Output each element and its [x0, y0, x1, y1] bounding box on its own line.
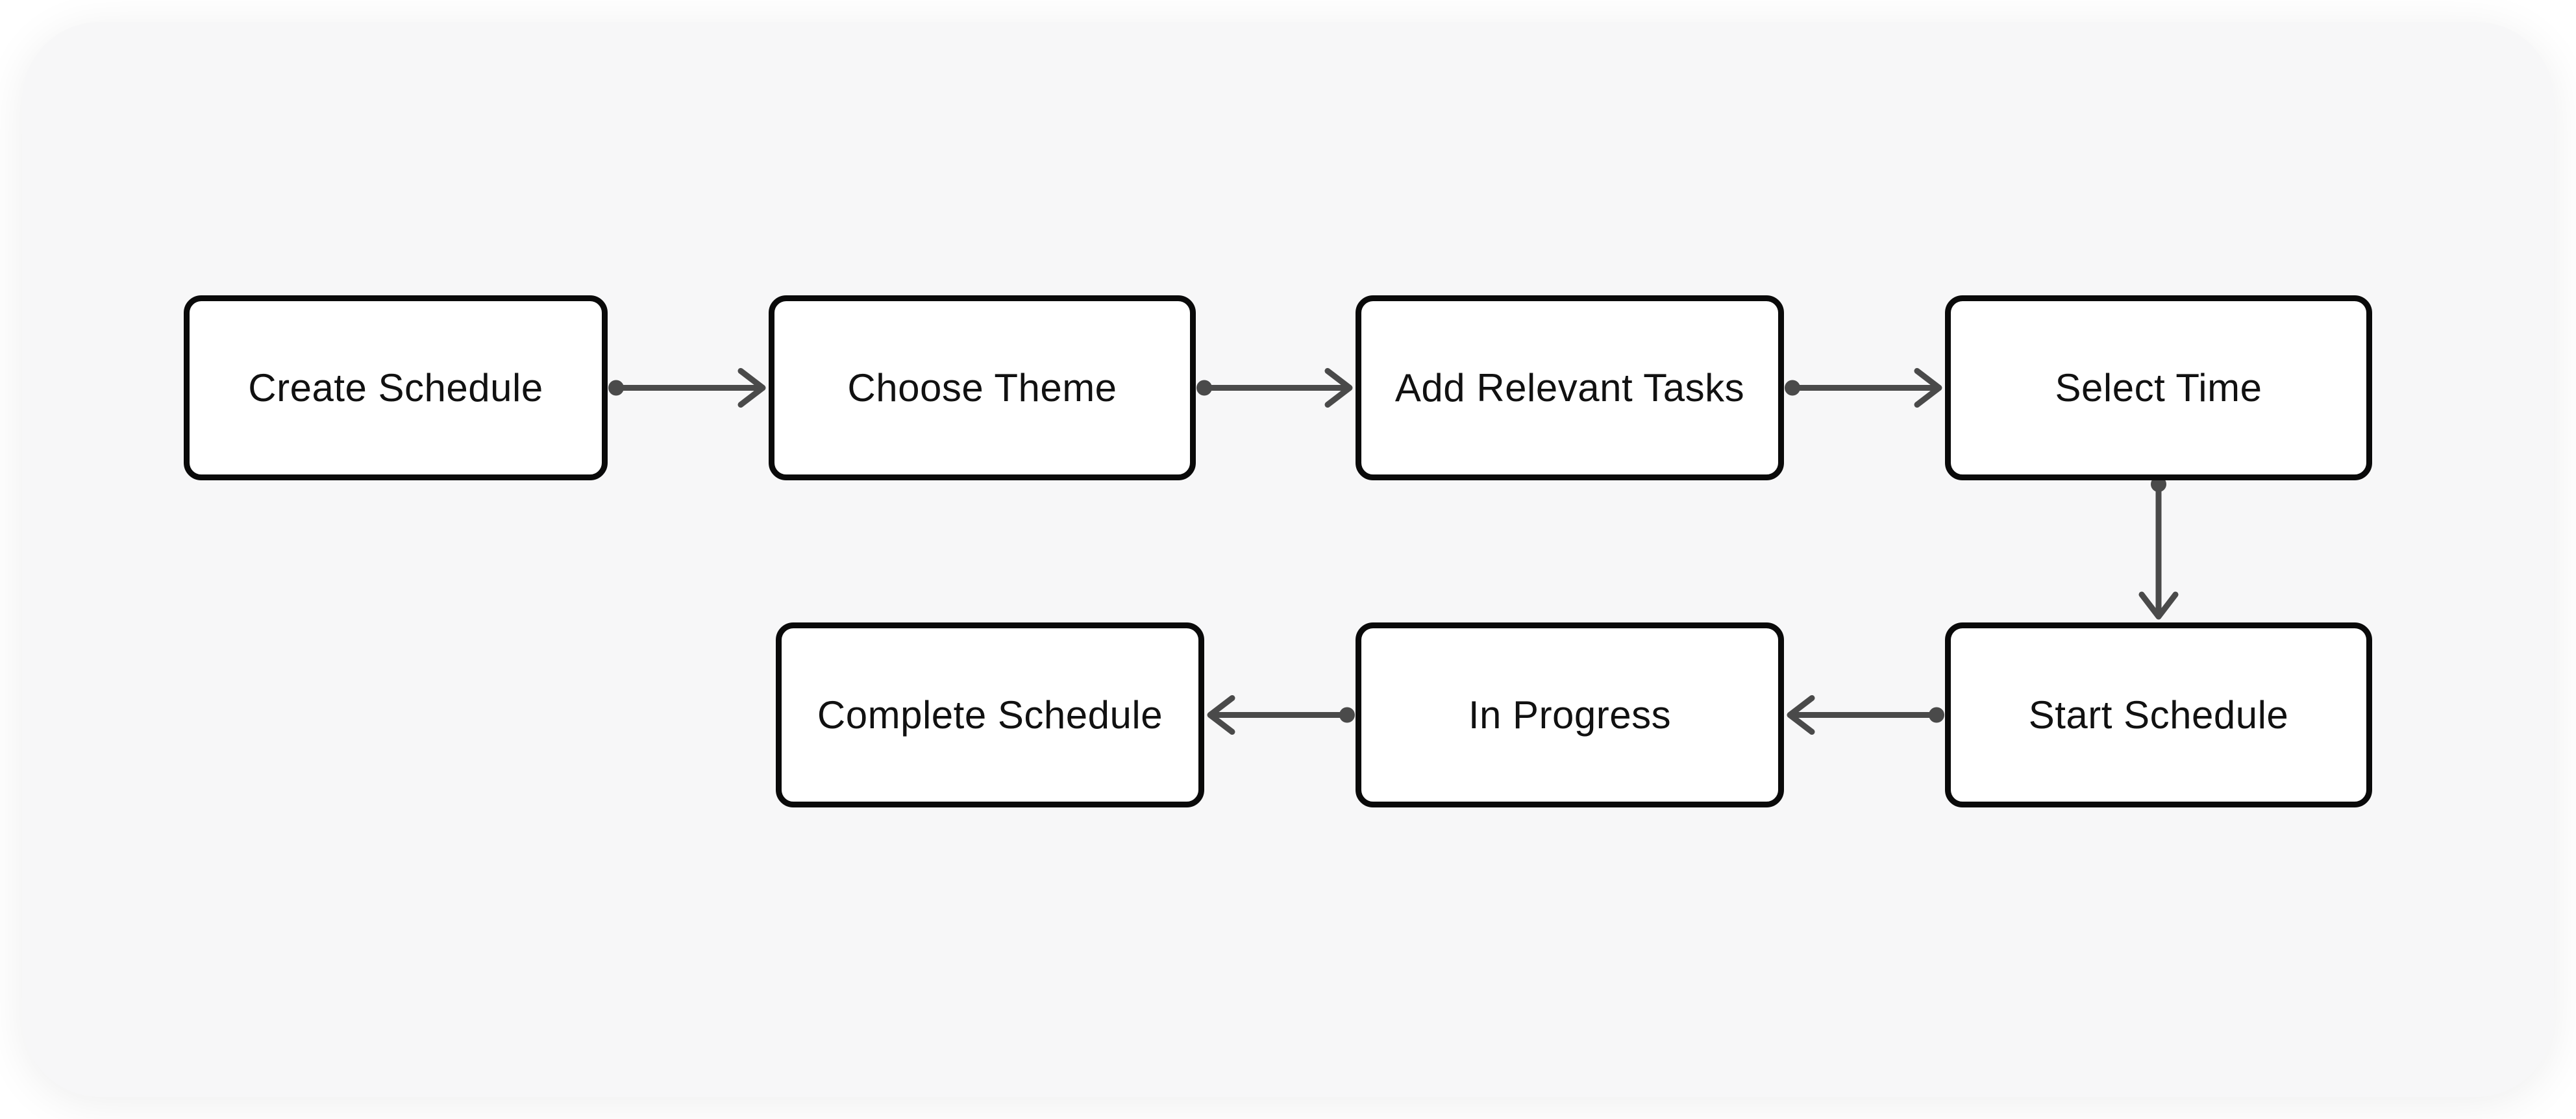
arrowhead-icon [1914, 368, 1942, 408]
node-label: Add Relevant Tasks [1394, 365, 1745, 410]
arrowhead-icon [1787, 695, 1815, 735]
flow-node-add-relevant-tasks[interactable]: Add Relevant Tasks [1356, 295, 1784, 480]
flow-node-in-progress[interactable]: In Progress [1356, 622, 1784, 807]
edge-in-progress-to-complete-schedule[interactable] [1207, 695, 1355, 735]
edge-select-time-to-start-schedule[interactable] [2138, 476, 2179, 620]
arrowhead-icon [1324, 368, 1353, 408]
edge-start-schedule-to-in-progress[interactable] [1787, 695, 1944, 735]
node-label: Create Schedule [248, 365, 543, 410]
flow-node-create-schedule[interactable]: Create Schedule [184, 295, 608, 480]
diagram-panel [22, 22, 2554, 1097]
arrowhead-icon [2138, 591, 2179, 620]
flow-node-complete-schedule[interactable]: Complete Schedule [776, 622, 1204, 807]
flow-node-start-schedule[interactable]: Start Schedule [1945, 622, 2372, 807]
node-label: Select Time [2055, 365, 2262, 410]
edge-choose-theme-to-add-relevant-tasks[interactable] [1196, 368, 1353, 408]
flow-node-select-time[interactable]: Select Time [1945, 295, 2372, 480]
edge-create-schedule-to-choose-theme[interactable] [608, 368, 766, 408]
arrowhead-icon [1207, 695, 1235, 735]
node-label: Start Schedule [2028, 693, 2289, 737]
node-label: In Progress [1468, 693, 1672, 737]
arrowhead-icon [737, 368, 766, 408]
node-label: Choose Theme [847, 365, 1117, 410]
flow-node-choose-theme[interactable]: Choose Theme [769, 295, 1196, 480]
node-label: Complete Schedule [817, 693, 1163, 737]
edge-add-relevant-tasks-to-select-time[interactable] [1785, 368, 1942, 408]
